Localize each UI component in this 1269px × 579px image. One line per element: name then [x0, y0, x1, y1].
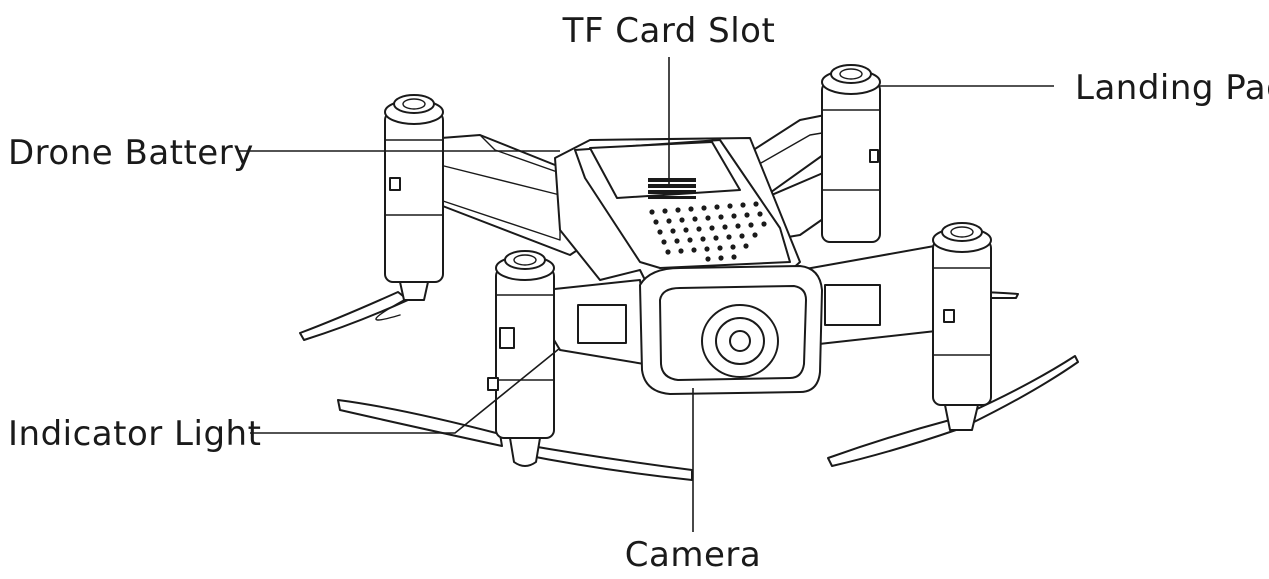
motor-rear-left [384, 94, 444, 301]
motor-front-right [932, 222, 992, 431]
tf-card-slot [648, 178, 696, 199]
motor-rear-right [821, 64, 881, 243]
label-tf-card-slot: TF Card Slot [562, 11, 776, 51]
leader-lines [237, 57, 1054, 532]
leader-indicator-light [250, 347, 561, 434]
label-drone-battery: Drone Battery [8, 133, 254, 173]
label-camera: Camera [625, 535, 761, 575]
propeller-front-left [337, 399, 693, 481]
label-landing-pad: Landing Pad [1075, 68, 1269, 108]
label-indicator-light: Indicator Light [8, 414, 261, 454]
motor-front-left [487, 250, 555, 467]
camera-module [639, 265, 823, 395]
front-left-arm [544, 279, 651, 366]
propeller-rear-left [299, 291, 409, 341]
vent-grid [649, 201, 767, 262]
